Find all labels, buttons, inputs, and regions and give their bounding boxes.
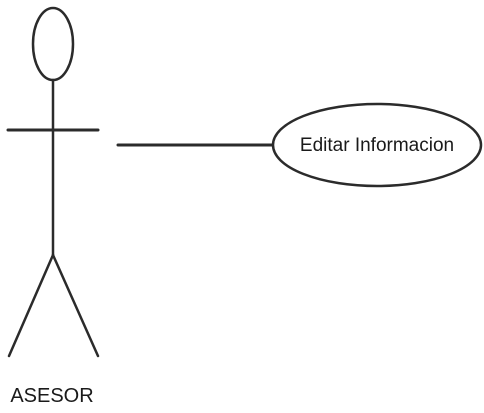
actor-right-leg [51,253,100,358]
actor-left-leg [7,253,55,358]
actor-figure [6,6,100,358]
use-case[interactable]: Editar Informacion [271,102,483,188]
actor-name: ASESOR [10,385,93,407]
actor-head [31,6,75,82]
use-case-ellipse [271,102,483,188]
use-case-label: Editar Informacion [300,135,454,156]
